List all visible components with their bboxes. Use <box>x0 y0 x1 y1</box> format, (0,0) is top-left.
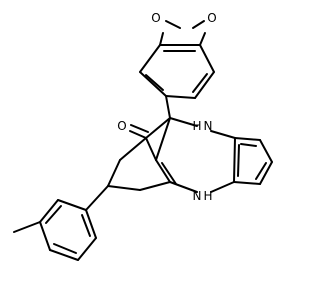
atom-o-dioxole-left: O <box>151 11 160 25</box>
atom-labels: O O O H N N H <box>117 11 216 203</box>
molecule-structure: O O O H N N H <box>13 11 273 261</box>
bond-lines <box>13 20 273 261</box>
atom-n-top-h: H <box>192 119 201 133</box>
atom-n-bottom-h: H <box>203 189 212 203</box>
atom-o-ketone: O <box>117 119 126 133</box>
atom-n-top: N <box>204 119 213 133</box>
atom-n-bottom: N <box>193 189 202 203</box>
atom-o-dioxole-right: O <box>207 11 216 25</box>
